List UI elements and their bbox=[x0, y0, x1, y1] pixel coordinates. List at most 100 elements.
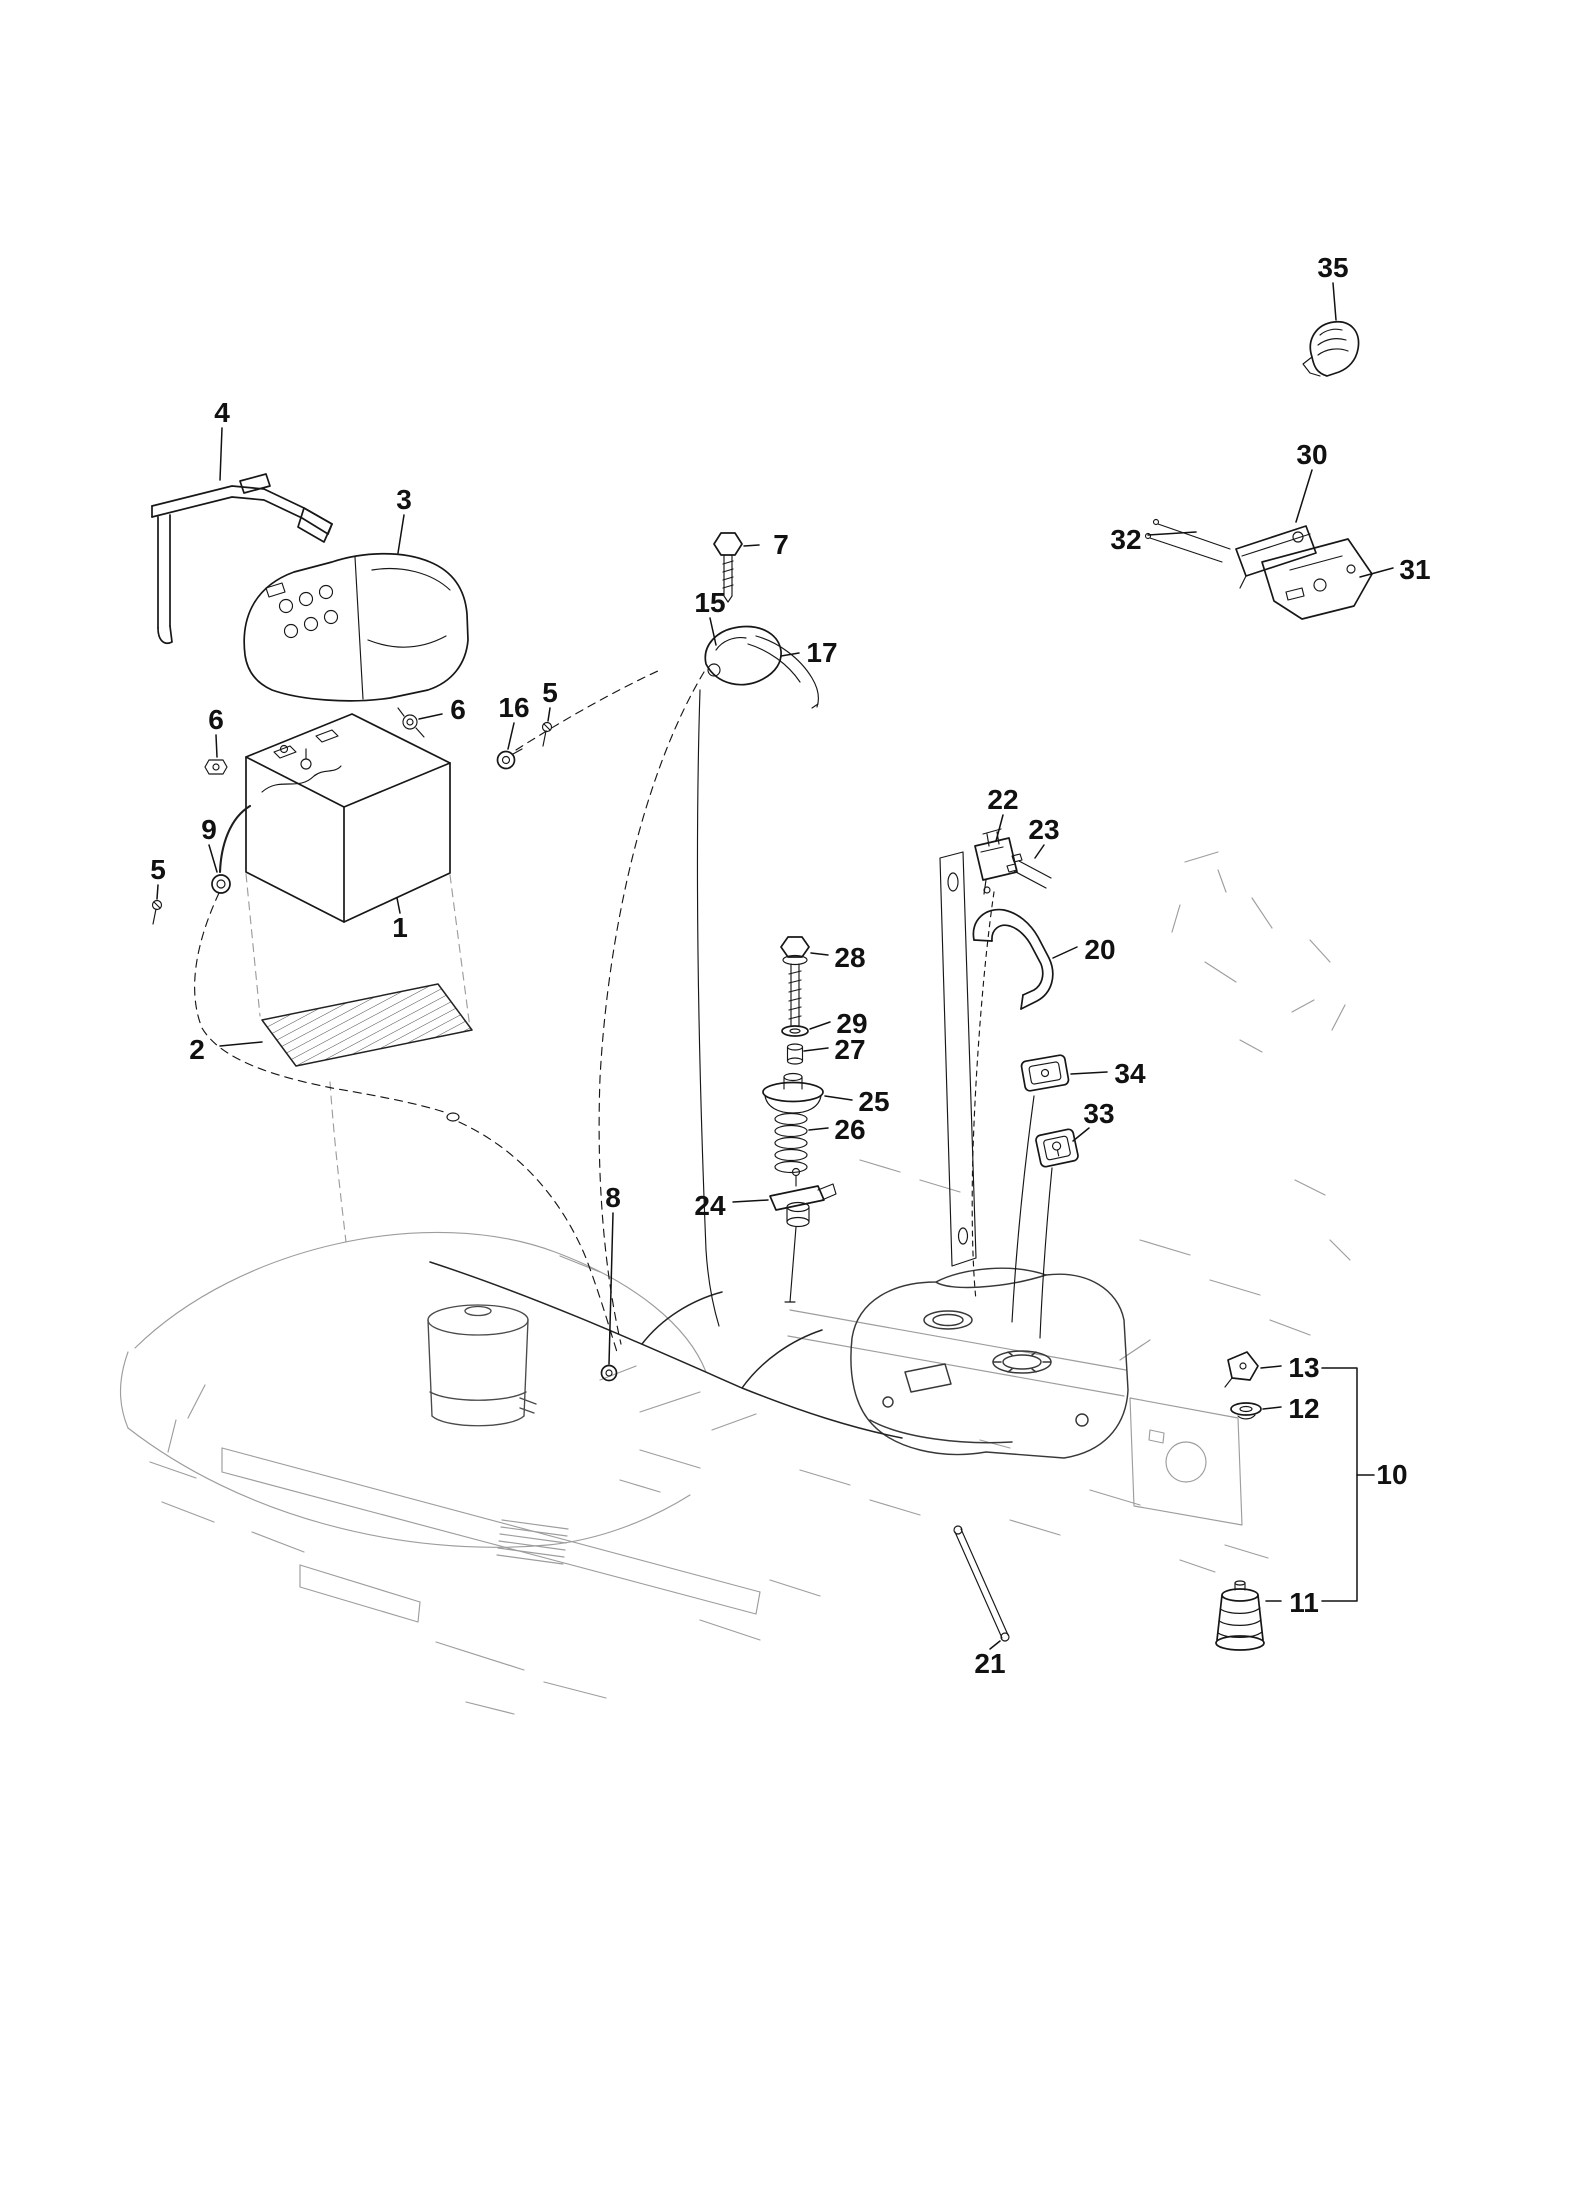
callout-leader-23 bbox=[1034, 844, 1045, 859]
part-27-spacer bbox=[786, 1043, 804, 1065]
callout-leader-32 bbox=[1147, 531, 1197, 536]
callout-5-12: 5 bbox=[542, 677, 558, 708]
callout-leader-28 bbox=[810, 952, 829, 956]
callout-31: 31 bbox=[1399, 554, 1430, 585]
part-5-screw-right bbox=[541, 721, 553, 747]
part-29-washer bbox=[781, 1025, 809, 1037]
part-33-switch bbox=[1035, 1128, 1079, 1339]
callout-leader-6 bbox=[418, 713, 443, 720]
reservoir-cylinder bbox=[427, 1304, 537, 1427]
callout-leader-6 bbox=[215, 734, 218, 758]
callout-leader-2 bbox=[219, 1041, 263, 1047]
callout-26: 26 bbox=[834, 1114, 865, 1145]
callout-leader-22 bbox=[995, 814, 1004, 842]
callout-6-10: 6 bbox=[450, 694, 466, 725]
mounting-column bbox=[939, 851, 977, 1267]
callout-27: 27 bbox=[834, 1034, 865, 1065]
part-23-terminal-pins bbox=[1006, 853, 1052, 889]
callout-29: 29 bbox=[836, 1008, 867, 1039]
callout-leader-31 bbox=[1359, 567, 1394, 578]
part-32-terminals bbox=[1144, 518, 1231, 563]
part-8-grommet bbox=[600, 1364, 618, 1382]
callout-leader-20 bbox=[1052, 946, 1078, 959]
part-5-screw-left bbox=[151, 899, 163, 925]
chassis-ghost-lines bbox=[120, 851, 1351, 1715]
callout-33: 33 bbox=[1083, 1098, 1114, 1129]
callout-7: 7 bbox=[773, 529, 789, 560]
callout-21: 21 bbox=[974, 1648, 1005, 1679]
callout-5-14: 5 bbox=[150, 854, 166, 885]
part-24-sensor-assembly bbox=[769, 1167, 837, 1303]
callout-leader-34 bbox=[1070, 1071, 1108, 1075]
part-12-grommet bbox=[1230, 1402, 1262, 1420]
callout-leader-35 bbox=[1332, 282, 1337, 321]
part-11-rubber-bumper bbox=[1215, 1580, 1265, 1651]
callout-leader-16 bbox=[507, 722, 515, 750]
part-17-terminal-boot bbox=[704, 625, 819, 709]
wiring-harness bbox=[429, 689, 903, 1439]
callout-leader-5 bbox=[547, 707, 551, 722]
callout-24: 24 bbox=[694, 1190, 726, 1221]
part-6-clamp bbox=[397, 707, 425, 738]
part-13-clip bbox=[1224, 1351, 1259, 1388]
part-35-boot bbox=[1302, 321, 1360, 377]
callout-25: 25 bbox=[858, 1086, 889, 1117]
negative-cable-route bbox=[194, 892, 448, 1114]
callout-leader-29 bbox=[809, 1021, 831, 1030]
callout-35: 35 bbox=[1317, 252, 1348, 283]
part-3-battery-cover bbox=[243, 552, 469, 702]
callout-leader-30 bbox=[1295, 469, 1313, 523]
callout-leader-33 bbox=[1072, 1127, 1090, 1142]
callout-leader-3 bbox=[397, 514, 405, 554]
part-1-battery bbox=[245, 713, 451, 923]
callout-leader-21 bbox=[989, 1640, 1001, 1650]
battery-terminal bbox=[315, 729, 339, 743]
part-34-switch bbox=[1011, 1054, 1070, 1323]
callout-leader-26 bbox=[808, 1127, 829, 1131]
callout-12: 12 bbox=[1288, 1393, 1319, 1424]
callout-leader-9 bbox=[208, 844, 218, 873]
part-9-negative-cable bbox=[211, 804, 252, 894]
callout-20: 20 bbox=[1084, 934, 1115, 965]
part-7-bolt bbox=[713, 532, 743, 603]
part-20-handle bbox=[972, 908, 1054, 1010]
callout-leader-8 bbox=[608, 1212, 614, 1365]
positive-cable-route bbox=[515, 669, 661, 751]
cable-connector bbox=[446, 1112, 460, 1122]
callout-leader-7 bbox=[743, 544, 760, 547]
callout-leader-24 bbox=[732, 1199, 769, 1203]
callout-leader-4 bbox=[219, 427, 223, 481]
part-16-ring-terminal bbox=[496, 748, 523, 770]
callout-15: 15 bbox=[694, 587, 725, 618]
callout-leader-15 bbox=[709, 617, 717, 646]
callout-leader-27 bbox=[803, 1047, 829, 1052]
callout-22: 22 bbox=[987, 784, 1018, 815]
starter-cable-route bbox=[598, 671, 705, 1345]
callout-leader-5 bbox=[156, 884, 159, 900]
callout-9: 9 bbox=[201, 814, 217, 845]
callout-1: 1 bbox=[392, 912, 408, 943]
filler-neck bbox=[923, 1310, 973, 1330]
fuel-tank-console bbox=[850, 1267, 1129, 1459]
callout-leader-25 bbox=[824, 1095, 853, 1101]
callout-32: 32 bbox=[1110, 524, 1141, 555]
callout-leader-17 bbox=[780, 652, 800, 657]
callout-6-9: 6 bbox=[208, 704, 224, 735]
part-31-bracket bbox=[1261, 538, 1373, 620]
part-2-mat bbox=[261, 983, 473, 1067]
callout-28: 28 bbox=[834, 942, 865, 973]
battery-cable-loop bbox=[261, 765, 342, 793]
callout-34: 34 bbox=[1114, 1058, 1146, 1089]
callout-13: 13 bbox=[1288, 1352, 1319, 1383]
callout-leader-12 bbox=[1262, 1406, 1282, 1410]
callout-4: 4 bbox=[214, 397, 230, 428]
cable-routing-dashed bbox=[194, 669, 995, 1353]
callout-11: 11 bbox=[1289, 1587, 1319, 1618]
callout-3: 3 bbox=[396, 484, 412, 515]
part-6-nut bbox=[204, 759, 228, 775]
switch-wire-route bbox=[971, 891, 995, 1301]
callout-8: 8 bbox=[605, 1182, 621, 1213]
